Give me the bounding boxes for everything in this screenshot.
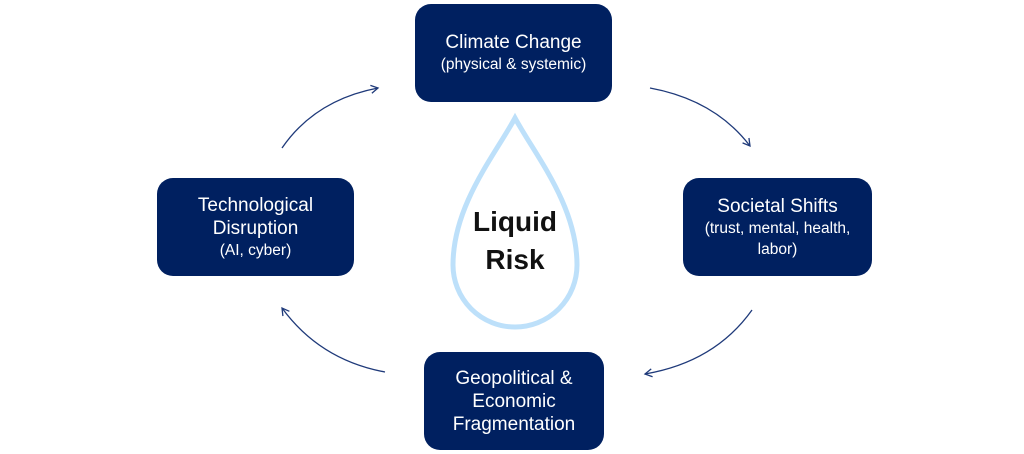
node-title-line: Economic <box>472 390 556 412</box>
node-subtitle: (physical & systemic) <box>440 56 587 73</box>
node-title-line: Technological <box>197 194 314 216</box>
node-societal-shifts: Societal Shifts (trust, mental, health, … <box>683 178 872 276</box>
center-line-1: Liquid <box>473 206 557 237</box>
center-line-2: Risk <box>485 244 545 275</box>
water-drop-outline <box>450 112 580 330</box>
node-subtitle: (AI, cyber) <box>219 241 292 259</box>
arrow-societal-to-geopolitical <box>643 309 753 378</box>
node-title-line: Geopolitical & <box>455 367 573 389</box>
node-title-line: Fragmentation <box>452 413 576 435</box>
arrow-geopolitical-to-technological <box>281 306 386 373</box>
node-title-line: Disruption <box>212 217 299 239</box>
liquid-risk-label: Liquid Risk <box>455 203 575 279</box>
node-geopolitical-economic-fragmentation: Geopolitical & Economic Fragmentation <box>424 352 604 450</box>
arrow-technological-to-climate <box>281 84 380 149</box>
node-subtitle: (trust, mental, health, labor) <box>704 219 851 258</box>
node-climate-change: Climate Change (physical & systemic) <box>415 4 612 102</box>
node-technological-disruption: Technological Disruption (AI, cyber) <box>157 178 354 276</box>
arrow-climate-to-societal <box>649 87 751 148</box>
node-title: Climate Change <box>445 32 582 53</box>
node-title: Societal Shifts <box>717 195 838 217</box>
